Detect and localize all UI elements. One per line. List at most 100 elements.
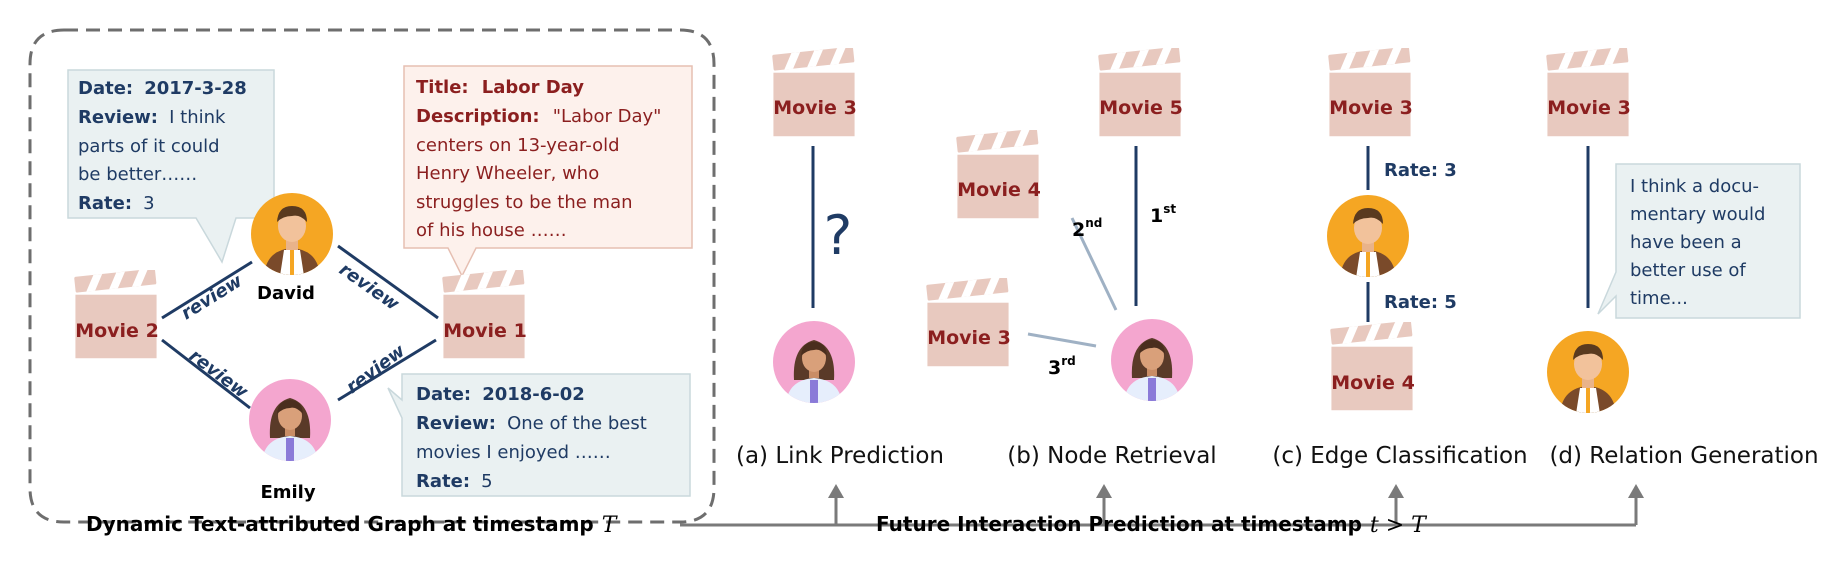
edge-david-movie1 [337,244,439,320]
movie-info-line-2: centers on 13-year-old [416,135,620,156]
clapperboard-icon [956,130,1039,219]
panel-a-movie-label: Movie 3 [773,97,857,119]
question-mark-icon: ? [824,204,853,267]
david-label: David [257,283,315,304]
emily-label: Emily [260,482,315,503]
edge-label-1: review [178,270,247,324]
panel-b-caption: (b) Node Retrieval [1007,443,1216,469]
movie-1-label: Movie 1 [443,320,527,342]
relation-line-4: better use of [1630,260,1746,281]
movie-info-line-5: of his house …… [416,220,567,241]
female-avatar-icon [249,379,331,462]
movie-info-line-3: Henry Wheeler, who [416,163,599,184]
panel-c-rate-top: Rate: 3 [1384,160,1457,181]
panel-b-movie4-label: Movie 4 [957,179,1041,201]
movie-info-bubble: Title: Labor Day Description: "Labor Day… [403,65,693,278]
review2-review-key: Review: [416,413,496,434]
graph-edges [161,244,439,410]
svg-text:Title: Labor Day: Title: Labor Day [416,77,584,98]
svg-text:Date: 2018-6-02: Date: 2018-6-02 [416,384,585,405]
male-avatar-icon [1547,331,1629,414]
right-title-text: Future Interaction Prediction at timesta… [876,512,1362,536]
panel-b-movie3-label: Movie 3 [927,327,1011,349]
movie-info-title-key: Title: [416,77,469,98]
svg-text:Review: I think: Review: I think [78,107,226,128]
svg-text:Description: "Labor Da: Description: "Labor Day" [416,106,661,127]
rank-second: 2nd [1072,216,1102,241]
review2-rate-value: 5 [481,471,492,492]
relation-line-1: I think a docu- [1630,176,1759,197]
female-avatar-icon [773,321,855,404]
panel-b-movie5-label: Movie 5 [1099,97,1183,119]
movie-2-label: Movie 2 [75,320,159,342]
david-node: David [251,193,333,304]
clapperboard-icon [74,270,157,359]
rank-first: 1st [1150,202,1176,227]
relation-bubble [1597,163,1801,319]
relation-line-3: have been a [1630,232,1742,253]
review2-line-1: One of the best [507,413,647,434]
clapperboard-icon [1328,48,1411,137]
edge-movie2-emily [161,338,251,410]
male-avatar-icon [1327,195,1409,278]
movie-info-title-value: Labor Day [482,77,585,98]
clapperboard-icon [1330,322,1413,411]
svg-text:Review: One of the bes: Review: One of the best [416,413,647,434]
svg-text:Date: 2017-3-28: Date: 2017-3-28 [78,78,247,99]
left-title-text: Dynamic Text-attributed Graph at timesta… [86,512,594,536]
review1-date-key: Date: [78,78,133,99]
clapperboard-icon [1098,48,1181,137]
panel-c-caption: (c) Edge Classification [1272,443,1527,469]
review2-date-key: Date: [416,384,471,405]
rank-third: 3rd [1048,354,1076,379]
review2-line-2: movies I enjoyed …… [416,442,611,463]
review1-line-3: be better…… [78,164,197,185]
movie-info-line-1: "Labor Day" [553,106,662,127]
review2-date-value: 2018-6-02 [482,384,585,405]
movie-info-desc-key: Description: [416,106,540,127]
review1-line-2: parts of it could [78,136,220,157]
panel-border [28,28,716,524]
clapperboard-icon [442,270,525,359]
review-bubble-1: Date: 2017-3-28 Review: I think parts of… [67,69,275,264]
left-title-math: T [602,513,619,538]
panel-c-movie4-label: Movie 4 [1331,372,1415,394]
review2-rate-key: Rate: [416,471,470,492]
edge-label-4: review [342,340,409,398]
clapperboard-icon [926,278,1009,367]
review-bubble-2: Date: 2018-6-02 Review: One of the best … [387,373,691,497]
panel-d-caption: (d) Relation Generation [1549,443,1818,469]
clapperboard-icon [772,48,855,137]
panel-c-movie3-label: Movie 3 [1329,97,1413,119]
edge-movie2-david [161,260,253,320]
panel-c-rate-bottom: Rate: 5 [1384,292,1457,313]
panel-node-retrieval: Movie 5 Movie 4 Movie 3 1st 2nd 3rd (b) … [926,48,1217,469]
timeline-arrowheads [828,484,1644,498]
male-avatar-icon [251,193,333,276]
relation-line-5: time... [1630,288,1688,309]
right-title-math: t > T [1370,513,1428,538]
review1-rate-value: 3 [143,193,154,214]
left-panel: review review review review Date: 2017-3… [28,28,716,524]
svg-text:Rate: 3: Rate: 3 [78,193,155,214]
review1-review-key: Review: [78,107,158,128]
movie-2-node: Movie 2 [74,270,159,359]
clapperboard-icon [1546,48,1629,137]
edge-emily-movie1 [337,338,437,402]
emily-node: Emily [249,379,331,503]
panel-d-movie-label: Movie 3 [1547,97,1631,119]
panel-edge-classification: Movie 3 Rate: 3 Rate: 5 Movie 4 (c) Edge… [1272,48,1528,469]
review1-date-value: 2017-3-28 [144,78,247,99]
timeline [680,496,1638,527]
edge-label-2: review [185,345,252,403]
review1-rate-key: Rate: [78,193,132,214]
panel-relation-generation: Movie 3 I think a docu- mentary would ha… [1546,48,1819,469]
review1-line-1: I think [169,107,226,128]
svg-text:Rate: 5: Rate: 5 [416,471,493,492]
movie-1-node: Movie 1 [442,270,527,359]
panel-a-caption: (a) Link Prediction [736,443,944,469]
relation-line-2: mentary would [1630,204,1765,225]
female-avatar-icon [1111,319,1193,402]
movie-info-line-4: struggles to be the man [416,192,633,213]
panel-link-prediction: Movie 3 ? (a) Link Prediction [736,48,944,469]
